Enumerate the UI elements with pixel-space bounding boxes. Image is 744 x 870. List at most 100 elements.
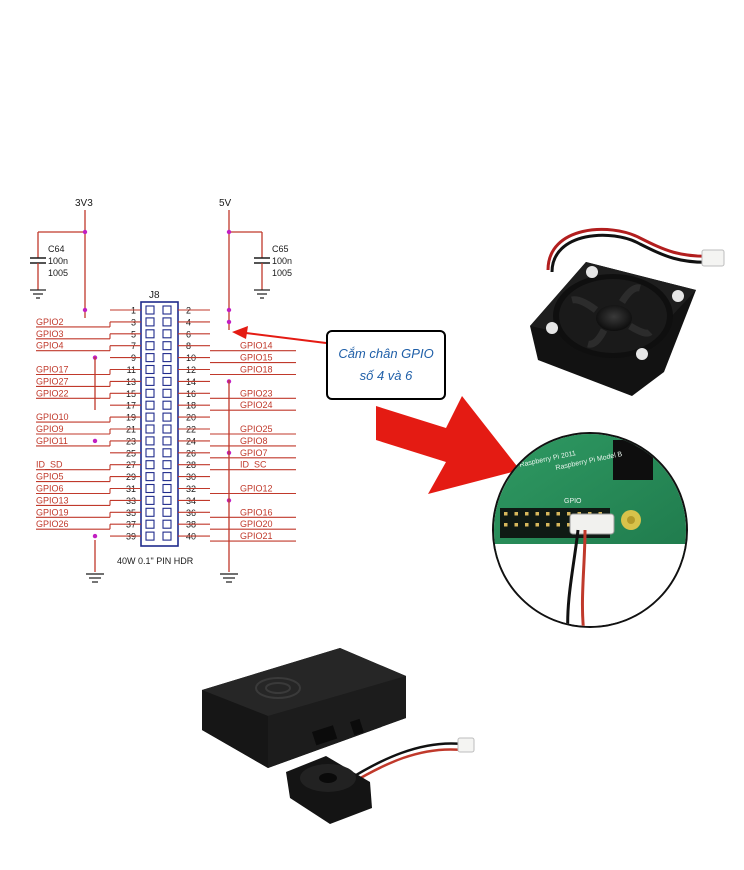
pointer-arrow <box>232 326 327 344</box>
net-label: GPIO14 <box>240 341 273 351</box>
junction-dot <box>92 438 98 444</box>
callout-line-2: số 4 và 6 <box>359 368 413 383</box>
net-label: GPIO26 <box>36 519 69 529</box>
c65-ref: C65 <box>272 244 289 254</box>
header-pin <box>567 512 571 516</box>
net-label: GPIO2 <box>36 317 64 327</box>
pin-pad <box>145 460 155 470</box>
header-pin <box>504 523 508 527</box>
net-label: GPIO21 <box>240 531 273 541</box>
pin-pad <box>145 448 155 458</box>
net-label: GPIO23 <box>240 388 273 398</box>
header-pin <box>546 523 550 527</box>
pin-pad <box>145 531 155 541</box>
net-label: GPIO16 <box>240 507 273 517</box>
pin-pad <box>162 519 172 529</box>
pin-pad <box>162 317 172 327</box>
pin-pad <box>162 424 172 434</box>
header-pin <box>525 512 529 516</box>
net-label: GPIO3 <box>36 329 64 339</box>
header-pin <box>535 523 539 527</box>
pin-pad <box>145 376 155 386</box>
c64-size: 1005 <box>48 268 68 278</box>
c64-ref: C64 <box>48 244 65 254</box>
pin-pad <box>162 341 172 351</box>
pin-pad <box>162 305 172 315</box>
junction-dot <box>226 307 232 313</box>
pin-pad <box>145 495 155 505</box>
connector-body <box>140 301 179 547</box>
pin-pad <box>162 472 172 482</box>
net-label: GPIO6 <box>36 484 64 494</box>
net-label: GPIO25 <box>240 424 273 434</box>
pin-pad <box>162 376 172 386</box>
pin-pad <box>162 483 172 494</box>
header-pin <box>514 523 518 527</box>
c65-size: 1005 <box>272 268 292 278</box>
ground-symbol-left <box>86 573 104 583</box>
header-pin <box>556 512 560 516</box>
c65-value: 100n <box>272 256 292 266</box>
net-label: GPIO7 <box>240 448 268 458</box>
junction-dot <box>82 307 88 313</box>
zoomed-board-photo: Raspberry Pi 2011 Raspberry Pi Model B G… <box>492 432 688 628</box>
pin-pad <box>162 448 172 458</box>
pin-pad <box>162 400 172 410</box>
pin-pad <box>162 531 172 541</box>
net-label: GPIO11 <box>36 436 68 446</box>
junction-dot <box>226 319 232 325</box>
net-label: GPIO15 <box>240 353 273 363</box>
net-label: GPIO5 <box>36 472 64 482</box>
net-label: GPIO27 <box>36 376 69 386</box>
pin-pad <box>145 436 155 446</box>
pin-pad <box>162 329 172 339</box>
pin-pad <box>145 329 155 339</box>
header-pin <box>514 512 518 516</box>
header-pin <box>546 512 550 516</box>
gpio-header-schematic: 3V3 5V C64 100n 1005 <box>30 198 296 583</box>
pin-pad <box>162 495 172 505</box>
pin-pad <box>145 388 155 398</box>
pin-pad <box>162 353 172 363</box>
net-label: GPIO19 <box>36 507 69 517</box>
net-label: ID_SD <box>36 460 63 470</box>
net-label: GPIO20 <box>240 519 273 529</box>
pin-pad <box>145 364 155 375</box>
connector-caption: 40W 0.1" PIN HDR <box>117 556 194 566</box>
instruction-callout: Cắm chân GPIO số 4 và 6 <box>326 330 446 400</box>
net-labels: GPIO2GPIO3GPIO4GPIO17GPIO27GPIO22GPIO10G… <box>36 307 273 541</box>
net-label: GPIO10 <box>36 412 69 422</box>
pin-pad <box>162 412 172 422</box>
net-label: GPIO17 <box>36 365 69 375</box>
net-label: GPIO24 <box>240 400 273 410</box>
pin-pad <box>145 507 155 517</box>
net-label: GPIO13 <box>36 495 69 505</box>
header-pin <box>525 523 529 527</box>
connector-pin-numbers: 1234567891011121314151617181920212223242… <box>126 306 196 542</box>
pin-pad <box>162 364 172 375</box>
net-label: GPIO9 <box>36 424 64 434</box>
case-with-fan-photo <box>202 648 475 824</box>
ground-symbol-right <box>220 573 238 583</box>
pin-pad <box>145 317 155 327</box>
big-red-arrow <box>376 396 520 494</box>
capacitor-c65: C65 100n 1005 <box>226 229 292 299</box>
pin-pad <box>145 483 155 494</box>
pin-pad <box>145 519 155 529</box>
header-pin <box>504 512 508 516</box>
callout-line-1: Cắm chân GPIO <box>338 346 434 361</box>
pin-pad <box>145 424 155 434</box>
c64-value: 100n <box>48 256 68 266</box>
pin-pad <box>145 412 155 422</box>
net-label: GPIO4 <box>36 341 64 351</box>
header-pin <box>567 523 571 527</box>
header-pin <box>556 523 560 527</box>
pin-pad <box>145 353 155 363</box>
board-silkscreen-gpio: GPIO <box>564 498 582 505</box>
pin-pad <box>145 341 155 351</box>
net-label: ID_SC <box>240 460 267 470</box>
junction-dot <box>92 533 98 539</box>
connector-ref: J8 <box>149 290 160 301</box>
pin-pad <box>162 507 172 517</box>
